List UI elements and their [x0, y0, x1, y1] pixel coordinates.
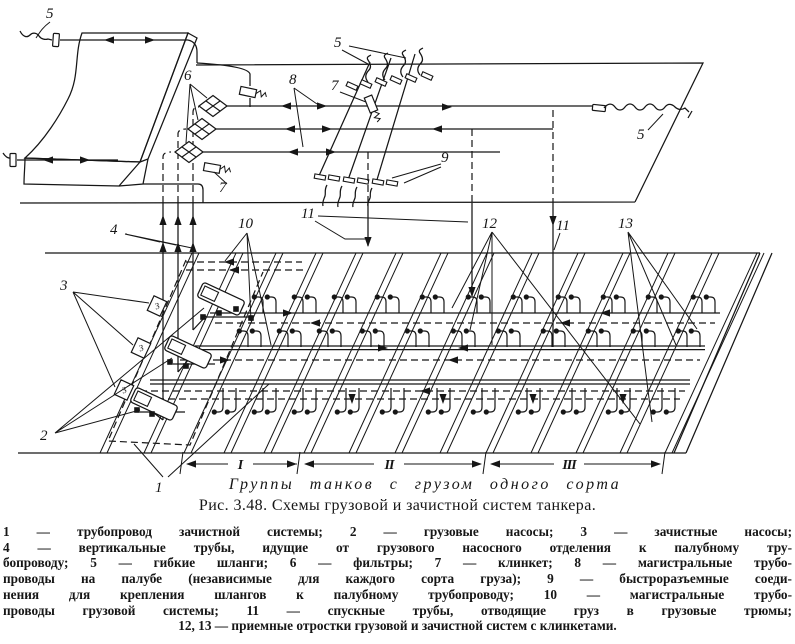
starboard-hose-line [591, 104, 692, 118]
legend-line: проводы грузовой системы; 11 — спускные … [3, 602, 792, 618]
stripping-suction-branches-lower [211, 387, 676, 416]
callout-4: 4 [110, 222, 118, 238]
callout-1: 1 [155, 480, 163, 496]
callout-8: 8 [289, 72, 297, 88]
pump-room: 3 3 3 [108, 203, 306, 445]
tanker-piping-diagram: 3 3 3 I II III Группы танков с грузом од… [0, 6, 795, 496]
group-label-2: II [384, 458, 395, 473]
callout-11: 11 [556, 218, 570, 234]
port-hose-line-bottom [3, 153, 118, 168]
figure-legend: 1 — трубопровод зачистной системы; 2 — г… [3, 524, 792, 634]
callout-5: 5 [334, 35, 342, 51]
pump-symbol: 3 [119, 384, 128, 395]
superstructure-block [24, 33, 203, 203]
deck-main-pipelines [174, 94, 598, 176]
callout-13: 13 [618, 216, 633, 232]
riser-pipes-hidden [163, 107, 199, 203]
port-hose-line-top [20, 31, 269, 107]
callout-10: 10 [238, 216, 254, 232]
cargo-suction-branches-upper [251, 293, 716, 314]
callout-12: 12 [482, 216, 498, 232]
deck-structure [3, 31, 703, 347]
legend-line: 12, 13 — приемные отростки грузовой и за… [178, 618, 617, 634]
callout-11: 11 [301, 206, 315, 222]
callout-numbers: 5 6 7 8 5 5 9 7 4 10 11 12 11 13 3 2 1 [40, 6, 645, 496]
legend-line: бопроводу; 5 — гибкие шланги; 6 — фильтр… [3, 555, 792, 571]
pump-symbol: 3 [152, 300, 161, 311]
hull-main-pipelines [135, 309, 720, 399]
groups-caption: Группы танков с грузом одного сорта [228, 476, 621, 493]
legend-line: 4 — вертикальные трубы, идущие от грузов… [3, 539, 792, 555]
dimension-scale: I II III Группы танков с грузом одного с… [180, 452, 665, 493]
callout-5: 5 [46, 6, 54, 22]
hose-manifold-cluster [313, 48, 434, 207]
callout-6: 6 [184, 68, 192, 84]
cargo-suction-branches-middle [236, 327, 701, 348]
group-label-3: III [561, 458, 577, 473]
legend-line: 1 — трубопровод зачистной системы; 2 — г… [3, 524, 792, 539]
figure-caption: Рис. 3.48. Схемы грузовой и зачистной си… [198, 497, 597, 514]
legend-line: проводы на палубе (независимые для каждо… [3, 571, 792, 587]
callout-leaders [36, 22, 697, 477]
legend-line: нения для крепления шлангов к палубному … [3, 586, 792, 602]
callout-9: 9 [441, 150, 449, 166]
group-label-1: I [237, 458, 244, 473]
callout-3: 3 [59, 278, 68, 294]
hull-structure: 3 3 3 [18, 203, 772, 453]
callout-7: 7 [331, 78, 340, 94]
clinket-valve-lower [202, 162, 233, 176]
clinket-valve-deck [363, 94, 383, 124]
callout-2: 2 [40, 428, 48, 444]
pump-symbol: 3 [136, 342, 145, 353]
callout-5: 5 [637, 127, 645, 143]
callout-7: 7 [219, 180, 228, 196]
